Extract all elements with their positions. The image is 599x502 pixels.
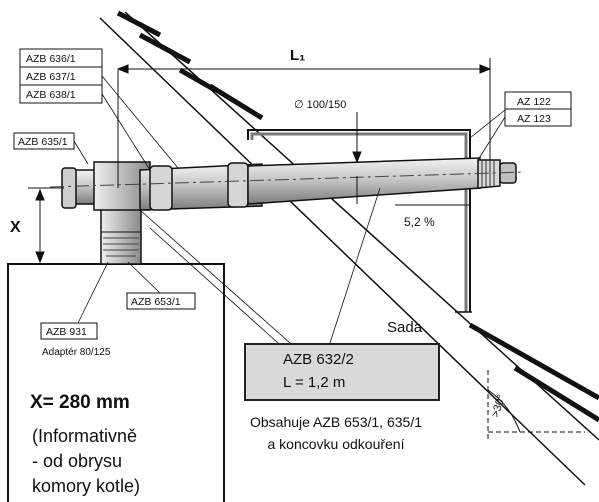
sada-box: AZB 632/2 L = 1,2 m	[244, 343, 440, 401]
label-adapter: Adaptér 80/125	[42, 347, 111, 358]
label-azb-931: AZB 931	[46, 326, 87, 338]
note-line-1: (Informativně	[32, 426, 138, 446]
label-azb-635: AZB 635/1	[18, 136, 68, 148]
angle-marker	[487, 370, 585, 440]
label-azb-653: AZB 653/1	[131, 296, 181, 308]
sada-length: L = 1,2 m	[283, 374, 346, 391]
sada-contains-line-1: Obsahuje AZB 653/1, 635/1	[249, 414, 422, 430]
adapter-pipe	[100, 207, 142, 265]
note-line-2: - od obrysu	[32, 451, 123, 471]
label-azb-638: AZB 638/1	[26, 89, 76, 101]
flue-pipe	[49, 157, 526, 211]
roof-outlet-box	[247, 129, 472, 313]
sada-title: Sada	[387, 319, 423, 336]
note-line-3: komory kotle)	[32, 476, 141, 496]
label-boxes	[13, 48, 572, 340]
sada-contains-line-2: a koncovku odkouření	[267, 436, 405, 452]
l1-dimension	[116, 58, 492, 188]
x-label: X	[10, 219, 21, 236]
sada-part-number: AZB 632/2	[283, 351, 354, 368]
leader-lines	[73, 75, 506, 344]
label-az-122: AZ 122	[517, 96, 551, 108]
label-azb-636: AZB 636/1	[26, 53, 76, 65]
label-az-123: AZ 123	[517, 113, 551, 125]
diameter-label: ∅ 100/150	[294, 99, 346, 111]
roof	[99, 10, 599, 486]
l1-label: L₁	[290, 47, 305, 64]
diameter-dimension	[352, 112, 362, 204]
slope-label: 5,2 %	[404, 215, 435, 229]
x-dimension	[28, 187, 64, 264]
label-azb-637: AZB 637/1	[26, 71, 76, 83]
x-value: X= 280 mm	[30, 392, 130, 413]
